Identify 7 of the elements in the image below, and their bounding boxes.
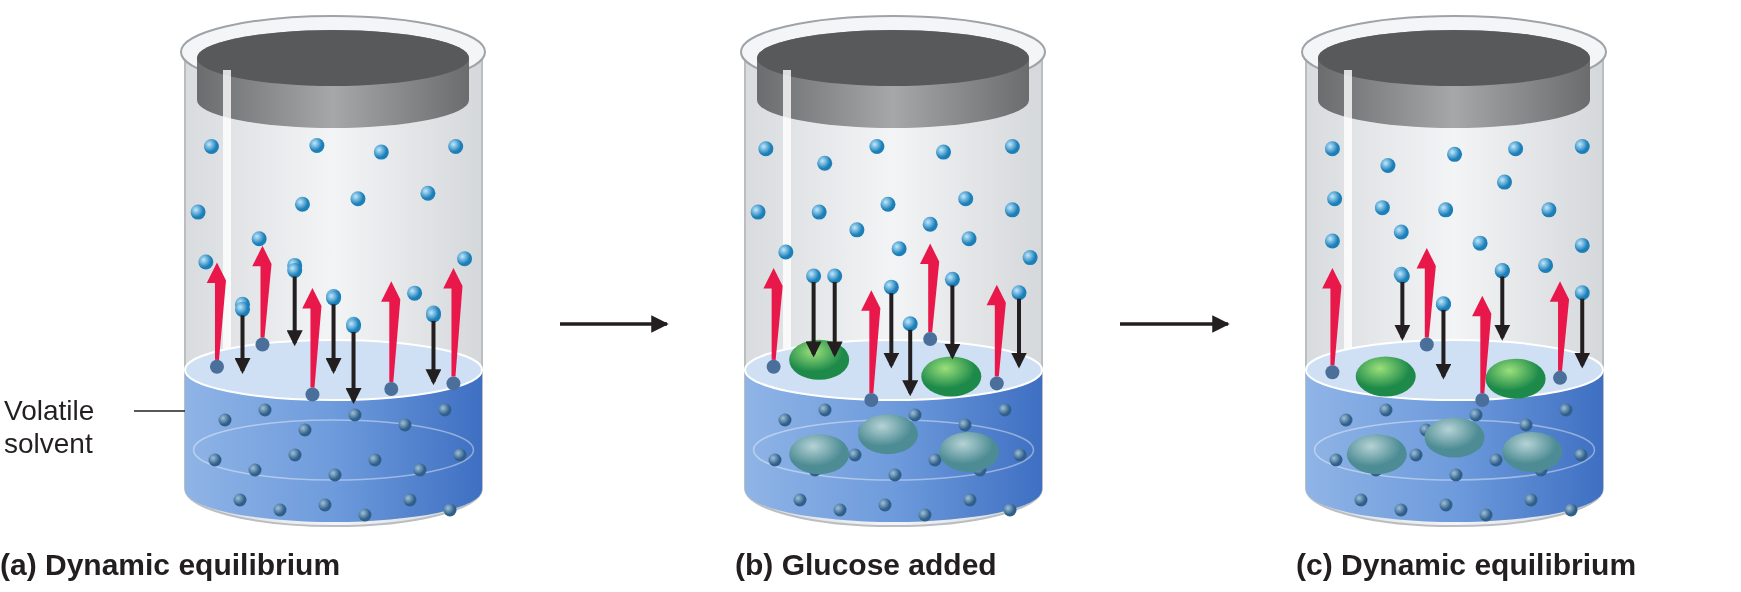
arrow <box>560 315 669 333</box>
panel-caption: (b) Glucose added <box>735 548 997 582</box>
panel-caption: (c) Dynamic equilibrium <box>1296 548 1637 582</box>
panel-caption: (a) Dynamic equilibrium <box>0 548 341 582</box>
callout-label: Volatile solvent <box>4 394 136 460</box>
arrow <box>1120 315 1230 333</box>
leader-line <box>133 410 186 412</box>
